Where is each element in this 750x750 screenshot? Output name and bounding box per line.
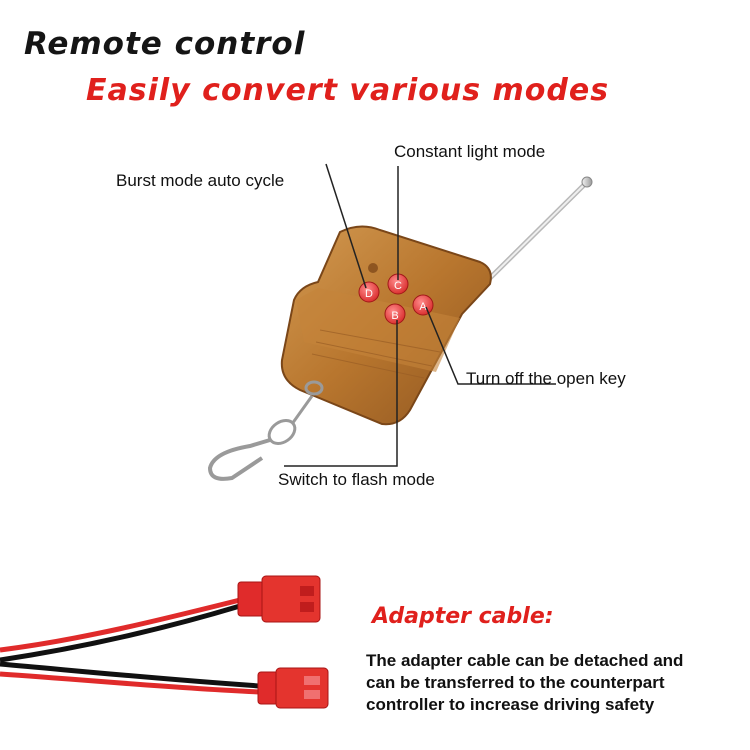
label-constant-light: Constant light mode [394, 142, 546, 161]
svg-text:A: A [419, 301, 427, 313]
connector-lower [257, 667, 329, 709]
remote-buttons: D C B A [358, 273, 434, 325]
adapter-desc-line-2: can be transferred to the counterpart [366, 673, 665, 692]
adapter-description: The adapter cable can be detached and ca… [366, 650, 750, 716]
adapter-desc-line-1: The adapter cable can be detached and [366, 651, 684, 670]
callout-burst [325, 163, 367, 289]
antenna [484, 176, 593, 284]
button-d[interactable]: D [358, 281, 380, 303]
label-flash-mode: Switch to flash mode [278, 470, 435, 489]
svg-text:B: B [391, 310, 398, 322]
keychain [207, 380, 324, 481]
remote-body [280, 225, 492, 426]
label-burst-mode: Burst mode auto cycle [116, 171, 285, 190]
svg-text:D: D [365, 288, 373, 300]
callout-flash [284, 320, 398, 467]
button-b[interactable]: B [384, 303, 406, 325]
page-subtitle: Easily convert various modes [86, 73, 610, 108]
svg-text:C: C [394, 280, 402, 292]
adapter-cable [0, 575, 329, 709]
label-turn-off: Turn off the open key [466, 369, 626, 388]
button-a[interactable]: A [412, 294, 434, 316]
button-c[interactable]: C [387, 273, 409, 295]
page-title: Remote control [24, 26, 306, 62]
callout-turn-off [425, 306, 556, 385]
adapter-title: Adapter cable: [372, 604, 554, 629]
callout-lines [284, 163, 556, 467]
adapter-desc-line-3: controller to increase driving safety [366, 695, 655, 714]
connector-upper [237, 575, 321, 623]
